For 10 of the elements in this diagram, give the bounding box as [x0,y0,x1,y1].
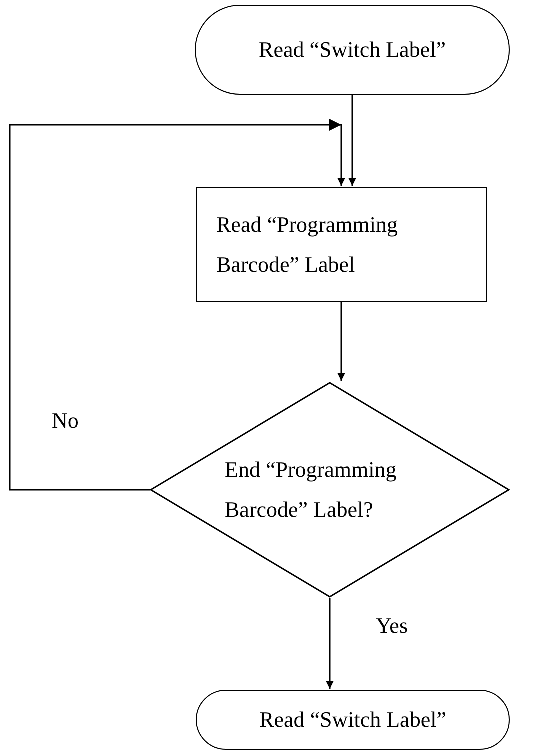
arrow [9,119,346,491]
arrow [348,95,356,186]
node-text: Read “Switch Label” [259,36,446,64]
node-text: End “Programming Barcode” Label? [225,456,398,524]
arrow [326,598,334,689]
node-text: Read “Programming Barcode” Label [216,210,399,278]
node-text: Read “Switch Label” [260,706,446,734]
decision-diamond [150,382,510,598]
arrow [338,302,346,381]
process-box [196,187,487,302]
